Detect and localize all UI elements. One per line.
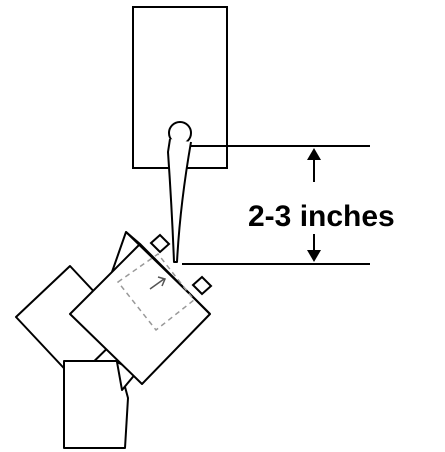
dimension-arrow-down-icon	[307, 250, 321, 262]
device-arrow-icon	[149, 276, 167, 290]
bracket-post	[63, 360, 129, 449]
hanging-strap	[167, 138, 192, 263]
device-top-edge	[111, 231, 211, 315]
dimension-label: 2-3 inches	[248, 200, 395, 233]
device-peg-right	[191, 275, 213, 296]
device-side-edge	[125, 231, 141, 245]
device-peg-left	[149, 233, 171, 254]
dimension-arrow-up-icon	[307, 148, 321, 160]
